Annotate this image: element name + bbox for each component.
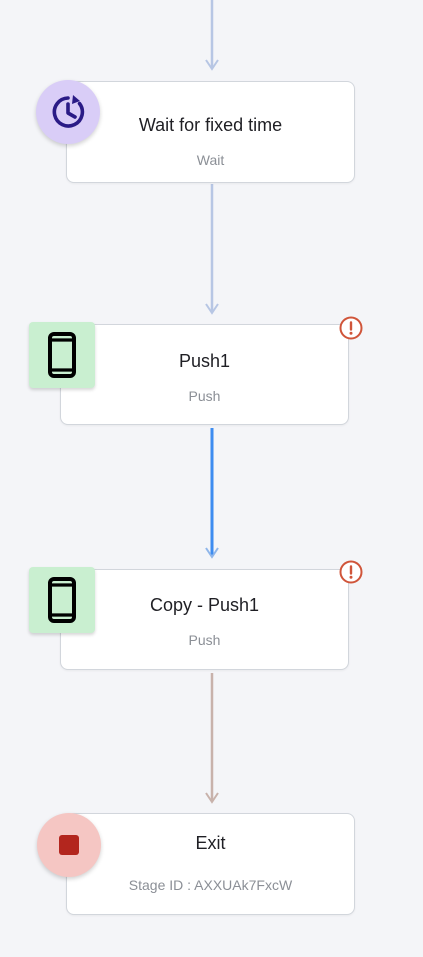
stage-id-label: Stage ID : AXXUAk7FxcW [128, 877, 293, 893]
node-subtitle: Wait [196, 152, 225, 168]
mobile-phone-icon [48, 577, 76, 623]
connector-arrow [205, 59, 219, 71]
copy-push1-node[interactable]: Copy - Push1 Push [60, 569, 349, 670]
push1-node-badge[interactable] [29, 322, 95, 388]
node-subtitle: Push [188, 632, 221, 648]
exit-node-badge[interactable] [37, 813, 101, 877]
clock-icon [52, 95, 85, 128]
wait-node[interactable]: Wait for fixed time Wait [66, 81, 355, 183]
connector-arrow [205, 547, 219, 559]
copy-push1-node-badge[interactable] [29, 567, 95, 633]
node-title: Wait for fixed time [138, 115, 283, 135]
connector-arrow [205, 792, 219, 804]
node-title: Copy - Push1 [149, 595, 260, 615]
warning-icon[interactable] [339, 560, 363, 584]
stop-icon [59, 835, 79, 855]
warning-icon[interactable] [339, 316, 363, 340]
mobile-phone-icon [48, 332, 76, 378]
wait-node-badge[interactable] [36, 80, 100, 144]
node-title: Exit [195, 833, 226, 853]
connector-arrow [205, 303, 219, 315]
node-subtitle: Push [188, 388, 221, 404]
node-title: Push1 [178, 351, 231, 371]
exit-node[interactable]: Exit Stage ID : AXXUAk7FxcW [66, 813, 355, 915]
push1-node[interactable]: Push1 Push [60, 324, 349, 425]
